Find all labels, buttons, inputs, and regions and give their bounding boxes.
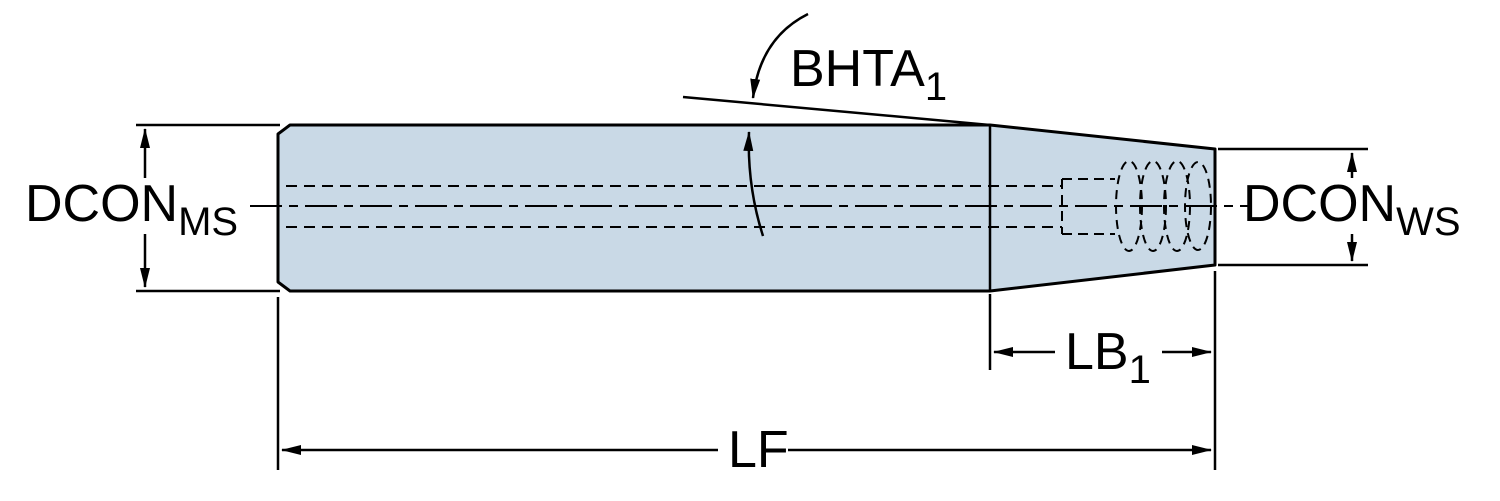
dimension-dcon-ms <box>136 123 280 293</box>
label-lf: LF <box>728 421 789 479</box>
label-lb1: LB1 <box>1065 323 1151 392</box>
label-dcon-ms: DCONMS <box>25 175 238 244</box>
bhta-angle-arc <box>743 131 765 237</box>
hidden-thread-coils <box>1115 160 1212 252</box>
label-bhta: BHTA1 <box>790 40 947 109</box>
bhta-leader-arc <box>750 12 809 99</box>
label-dcon-ws: DCONWS <box>1243 175 1461 244</box>
tool-body <box>276 123 1217 293</box>
thread-coil <box>1139 160 1167 252</box>
dimension-lb1 <box>988 294 1212 370</box>
taper-extension-line <box>682 95 991 127</box>
dimension-lf <box>276 271 1217 470</box>
thread-coil <box>1163 160 1191 252</box>
thread-coil <box>1184 161 1212 251</box>
dimension-dcon-ws <box>1218 147 1368 267</box>
thread-coil <box>1115 160 1143 252</box>
hidden-bore-step <box>1061 178 1115 235</box>
